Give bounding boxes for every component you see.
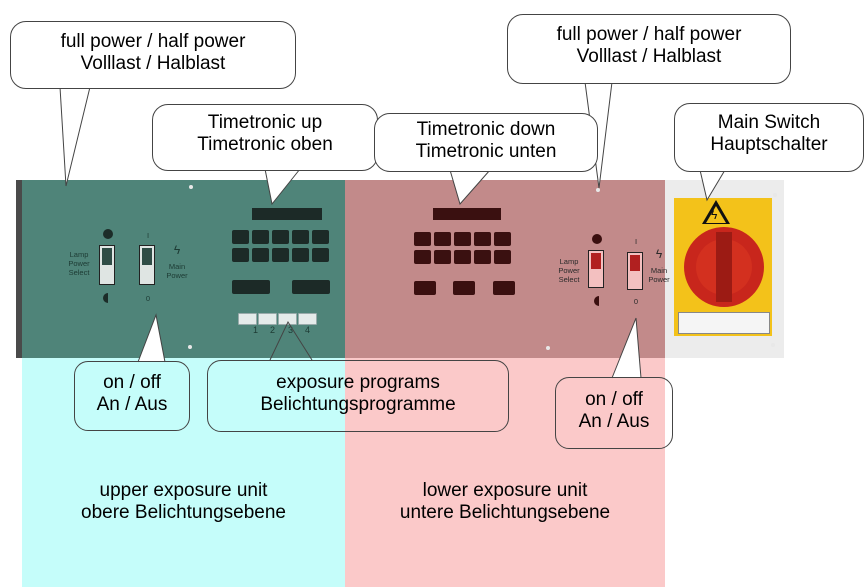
lower-panel-section	[345, 180, 665, 358]
keypad-key[interactable]	[434, 232, 451, 246]
half-power-symbol-icon	[594, 296, 599, 306]
upper-zone-label: upper exposure unit obere Belichtungsebe…	[22, 480, 345, 524]
screw	[546, 346, 550, 350]
lower-main-power-switch[interactable]	[627, 252, 643, 290]
main-switch-rating-plate	[678, 312, 770, 334]
upper-main-power-switch[interactable]	[139, 245, 155, 285]
callout-line: Timetronic oben	[197, 134, 333, 155]
program-button-4[interactable]	[298, 313, 317, 325]
timetronic-up-callout: Timetronic up Timetronic oben	[152, 104, 378, 171]
lightning-icon: ϟ	[711, 208, 718, 222]
program-button-1[interactable]	[238, 313, 257, 325]
zone-line: untere Belichtungsebene	[399, 502, 611, 523]
lamp-power-select-switch[interactable]	[99, 245, 115, 285]
callout-line: Volllast / Halblast	[576, 46, 722, 67]
keypad-down-key[interactable]	[232, 280, 270, 294]
callout-line: Hauptschalter	[710, 134, 828, 155]
keypad-key[interactable]	[474, 250, 491, 264]
switch-off-mark: 0	[145, 294, 151, 303]
keypad-key[interactable]	[414, 250, 431, 264]
callout-line: Timetronic unten	[415, 141, 557, 162]
screw	[596, 188, 600, 192]
program-number-2: 2	[269, 325, 275, 335]
lightning-icon: ϟ	[655, 247, 663, 261]
keypad-up-key[interactable]	[493, 281, 515, 295]
callout-line: Belichtungsprogramme	[260, 394, 456, 415]
switch-on-mark: I	[634, 237, 638, 246]
keypad-key[interactable]	[312, 248, 329, 262]
lamp-power-select-label: Lamp Power Select	[558, 257, 580, 284]
screw	[771, 343, 775, 347]
main-power-label: Main Power	[648, 266, 670, 284]
keypad-key[interactable]	[272, 230, 289, 244]
full-power-symbol-icon	[103, 229, 113, 239]
zone-line: lower exposure unit	[422, 480, 588, 501]
keypad-key[interactable]	[252, 230, 269, 244]
timetronic-down-display	[433, 208, 501, 220]
half-power-symbol-icon	[103, 293, 108, 303]
main-switch-callout: Main Switch Hauptschalter	[674, 103, 864, 172]
switch-off-mark: 0	[633, 297, 639, 306]
program-button-3[interactable]	[278, 313, 297, 325]
panel-edge	[16, 180, 22, 358]
callout-line: on / off	[585, 389, 643, 410]
keypad-down-key[interactable]	[414, 281, 436, 295]
callout-line: Volllast / Halblast	[80, 53, 226, 74]
keypad-key[interactable]	[292, 248, 309, 262]
callout-line: Main Switch	[717, 112, 821, 133]
screw	[188, 345, 192, 349]
lightning-icon: ϟ	[173, 243, 181, 257]
keypad-key[interactable]	[474, 232, 491, 246]
keypad-key[interactable]	[434, 250, 451, 264]
keypad-key[interactable]	[232, 230, 249, 244]
full-power-symbol-icon	[592, 234, 602, 244]
lower-power-mode-callout: full power / half power Volllast / Halbl…	[507, 14, 791, 84]
program-number-3: 3	[287, 325, 293, 335]
upper-on-off-callout: on / off An / Aus	[74, 361, 190, 431]
lower-zone-label: lower exposure unit untere Belichtungseb…	[345, 480, 665, 524]
lamp-power-select-label: Lamp Power Select	[68, 250, 90, 277]
lamp-power-select-switch[interactable]	[588, 250, 604, 288]
keypad-key[interactable]	[454, 232, 471, 246]
upper-power-mode-callout: full power / half power Volllast / Halbl…	[10, 21, 296, 89]
keypad-key[interactable]	[232, 248, 249, 262]
keypad-key[interactable]	[292, 230, 309, 244]
keypad-key[interactable]	[252, 248, 269, 262]
keypad-key[interactable]	[312, 230, 329, 244]
exposure-programs-callout: exposure programs Belichtungsprogramme	[207, 360, 509, 432]
main-power-label: Main Power	[166, 262, 188, 280]
keypad-key[interactable]	[414, 232, 431, 246]
warning-triangle-inner	[706, 206, 726, 223]
lower-on-off-callout: on / off An / Aus	[555, 377, 673, 449]
keypad-key[interactable]	[494, 232, 511, 246]
timetronic-up-display	[252, 208, 322, 220]
keypad-key[interactable]	[272, 248, 289, 262]
callout-line: An / Aus	[578, 411, 650, 432]
program-number-4: 4	[304, 325, 310, 335]
callout-line: Timetronic down	[416, 119, 556, 140]
screw	[773, 193, 777, 197]
screw	[189, 185, 193, 189]
callout-line: on / off	[103, 372, 161, 393]
zone-line: obere Belichtungsebene	[81, 502, 286, 523]
switch-on-mark: I	[146, 231, 150, 240]
zone-line: upper exposure unit	[99, 480, 268, 501]
callout-line: An / Aus	[96, 394, 168, 415]
timetronic-down-callout: Timetronic down Timetronic unten	[374, 113, 598, 172]
callout-line: exposure programs	[276, 372, 440, 393]
keypad-start-key[interactable]	[453, 281, 475, 295]
callout-line: full power / half power	[556, 24, 742, 45]
program-number-1: 1	[252, 325, 258, 335]
keypad-start-key[interactable]	[292, 280, 330, 294]
program-button-2[interactable]	[258, 313, 277, 325]
keypad-key[interactable]	[494, 250, 511, 264]
callout-line: Timetronic up	[207, 112, 323, 133]
callout-line: full power / half power	[60, 31, 246, 52]
rotary-switch-handle[interactable]	[716, 232, 732, 302]
keypad-key[interactable]	[454, 250, 471, 264]
